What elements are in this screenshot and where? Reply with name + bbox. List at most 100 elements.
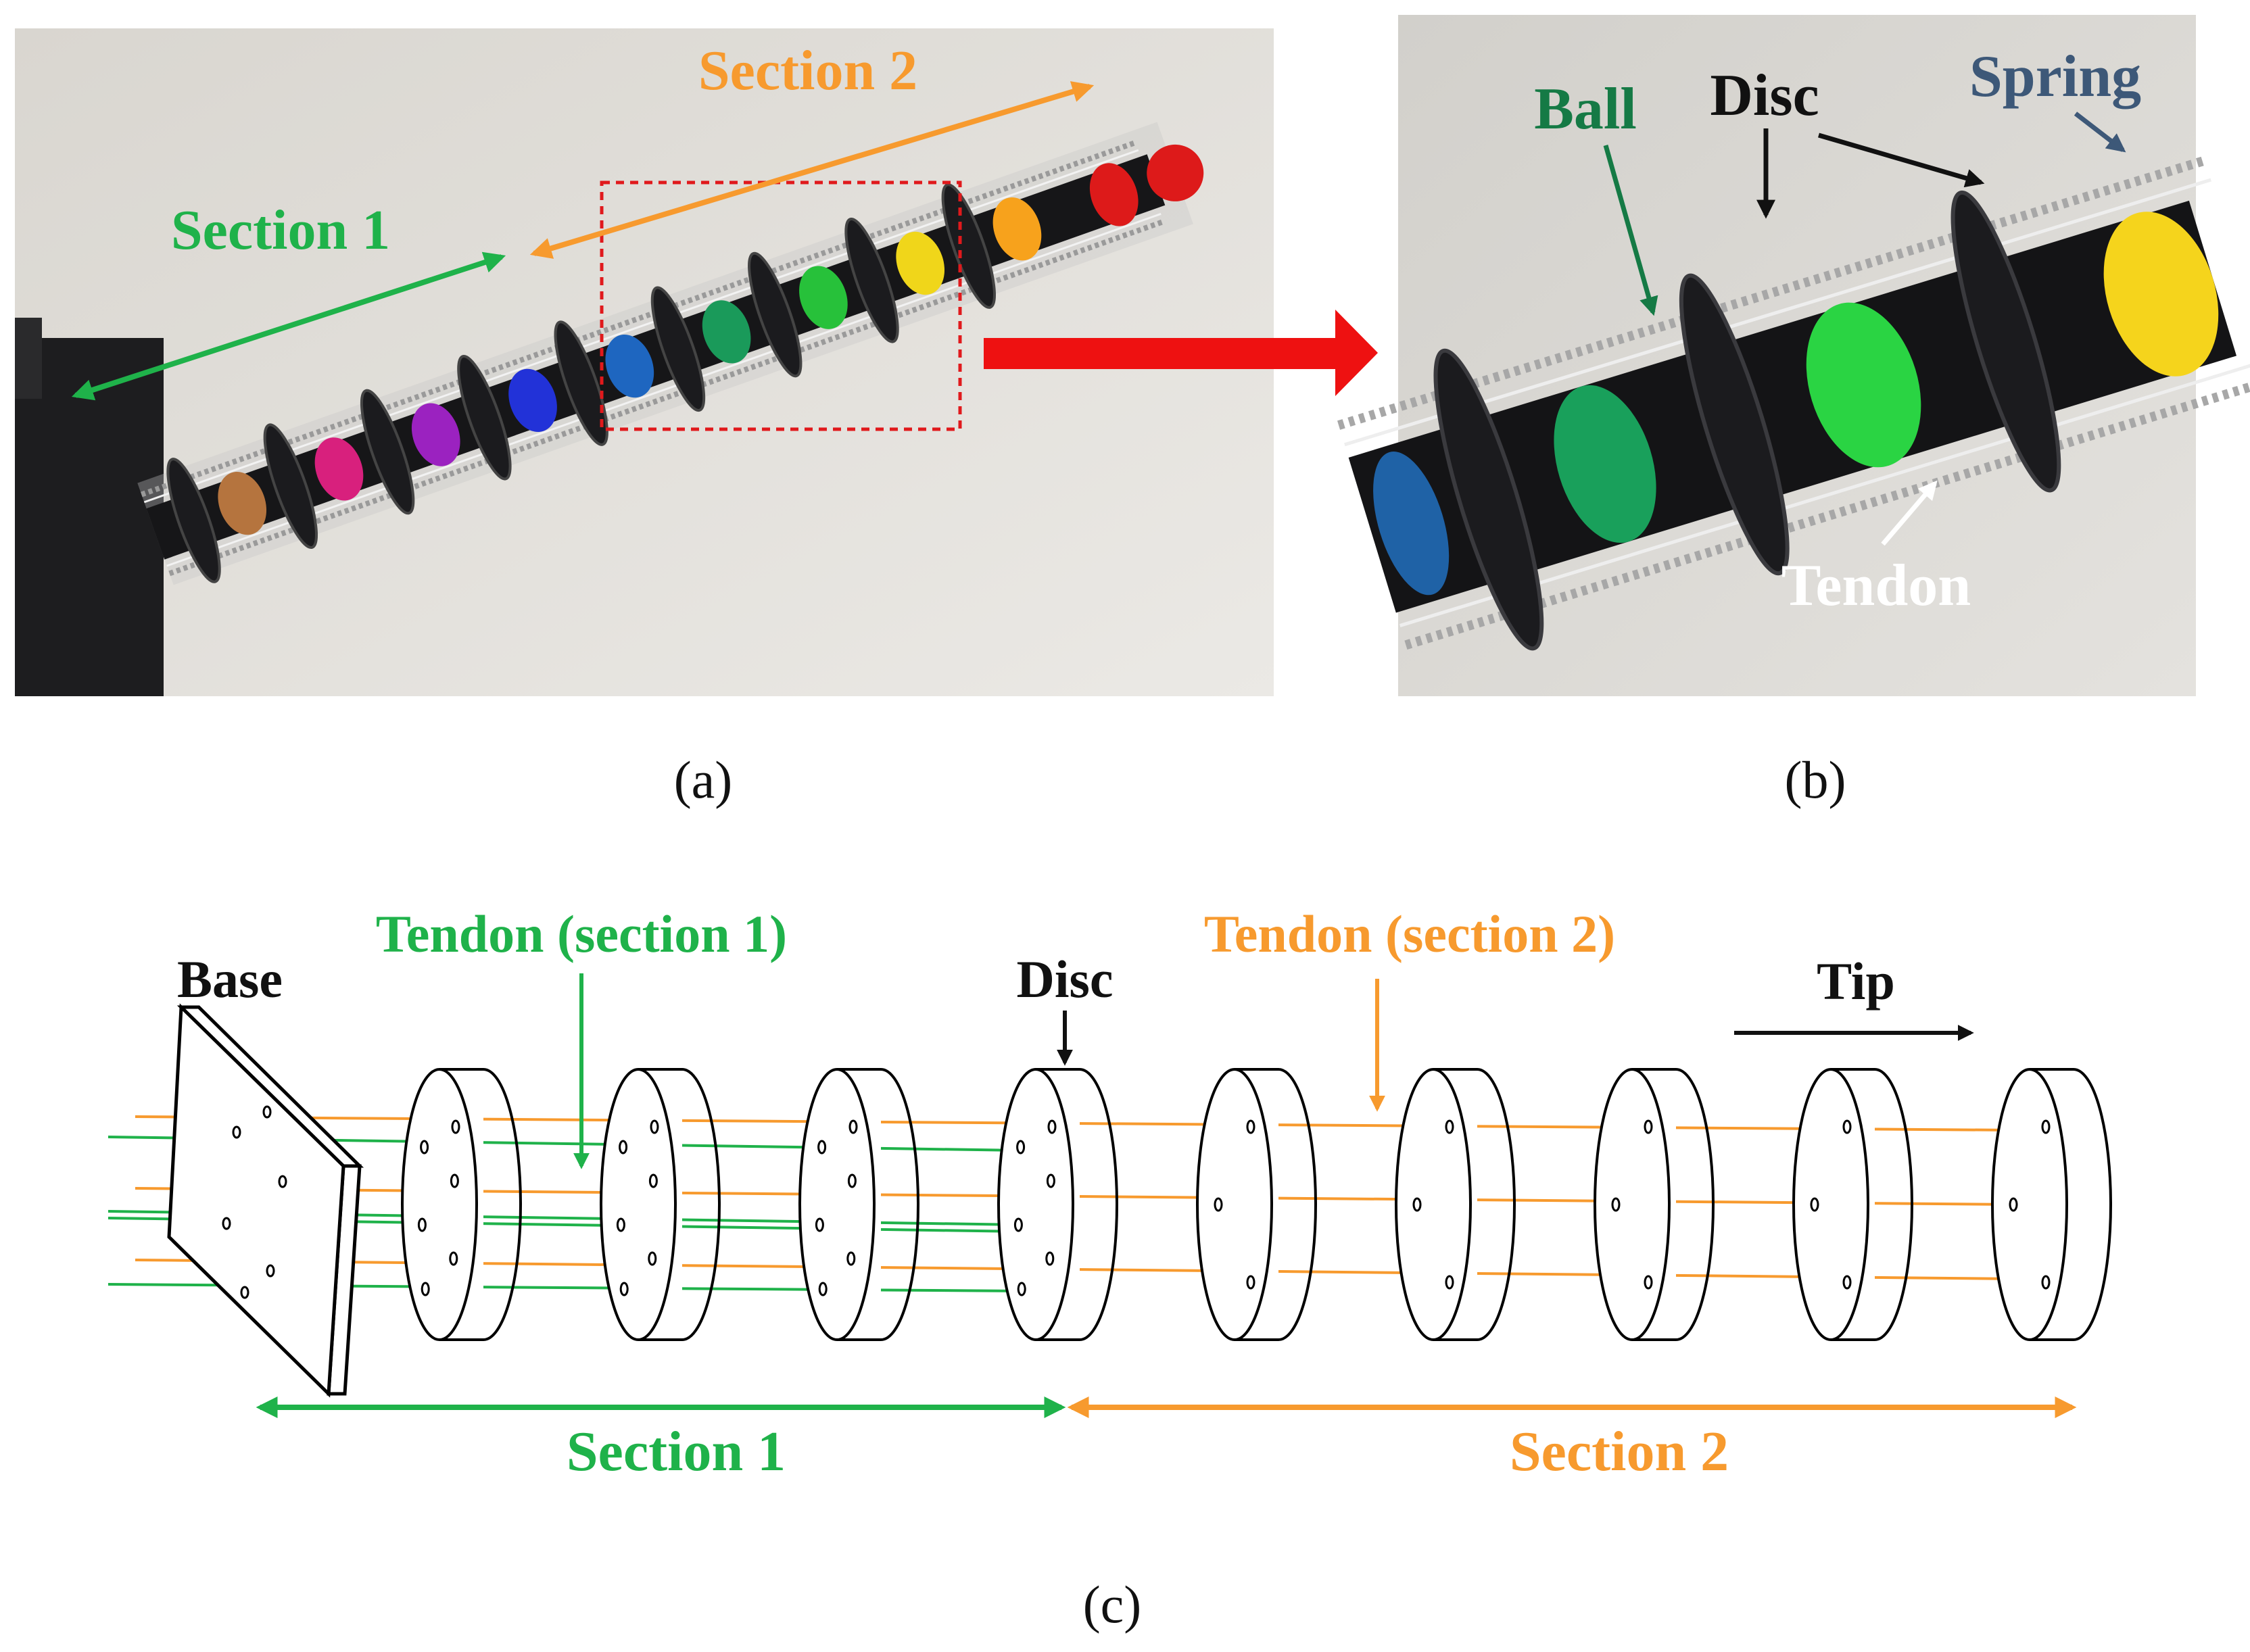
disc-hole: [815, 1217, 824, 1232]
disc-label-b: Disc: [1710, 63, 1819, 128]
disc-hole: [1013, 1217, 1023, 1232]
disc-hole: [1017, 1282, 1026, 1296]
section1-span-label: Section 1: [567, 1420, 786, 1483]
disc-hole: [1046, 1173, 1055, 1188]
disc-hole: [1842, 1119, 1852, 1134]
arm-ball: [799, 266, 848, 329]
disc-face: [1991, 1068, 2068, 1341]
disc-hole: [1644, 1119, 1653, 1134]
disc: [1991, 1068, 2112, 1341]
disc-hole: [2041, 1119, 2051, 1134]
zoom-ball-yellow: [2103, 212, 2219, 376]
zoom-disc-1: [1433, 348, 1544, 651]
disc-hole: [1246, 1275, 1255, 1290]
disc-hole: [616, 1217, 625, 1232]
arm-ball: [605, 334, 654, 398]
zoom-ball-blue: [1373, 452, 1450, 596]
base-plate: [167, 1003, 345, 1398]
disc: [997, 1068, 1118, 1341]
base-hole: [278, 1175, 287, 1188]
disc-hole: [817, 1140, 827, 1155]
zoom-tendon-top: [1344, 178, 2211, 447]
disc-hole: [847, 1173, 857, 1188]
tip-ball: [1147, 144, 1204, 201]
disc-hole: [449, 1251, 458, 1266]
disc-hole: [648, 1173, 658, 1188]
section2-span-label: Section 2: [1510, 1420, 1729, 1483]
disc-hole: [619, 1140, 628, 1155]
disc-hole: [846, 1251, 856, 1266]
arm-ball: [218, 471, 267, 535]
base-clip: [15, 318, 42, 399]
ball-pointer: [1603, 145, 1658, 316]
arm-ball: [508, 368, 557, 433]
disc: [1196, 1068, 1317, 1341]
disc-hole: [450, 1173, 459, 1188]
spring-label: Spring: [1969, 44, 2141, 110]
arm-disc: [554, 320, 608, 446]
disc-face: [401, 1068, 478, 1341]
disc-pointer-2: [1818, 132, 1985, 188]
disc-hole: [848, 1119, 858, 1134]
disc-face: [1196, 1068, 1273, 1341]
disc-back-rim: [483, 1068, 522, 1341]
disc-hole: [2009, 1197, 2018, 1212]
disc-face: [1395, 1068, 1472, 1341]
spring-bottom: [168, 218, 1165, 577]
base-hole: [240, 1286, 249, 1299]
disc-back-rim: [1079, 1068, 1118, 1341]
zoom-arm: [1337, 155, 2250, 651]
arm-ball: [314, 437, 364, 501]
base-hole: [232, 1125, 241, 1139]
disc: [1792, 1068, 1913, 1341]
arm-disc: [650, 286, 706, 412]
disc-back-rim: [1675, 1068, 1715, 1341]
disc-hole: [1842, 1275, 1852, 1290]
disc: [1594, 1068, 1715, 1341]
section2-arrow: [529, 81, 1095, 259]
disc-hole: [1445, 1275, 1454, 1290]
disc-hole: [650, 1119, 659, 1134]
disc-label-c: Disc: [1017, 950, 1114, 1009]
disc-hole: [420, 1140, 429, 1155]
base-hole: [262, 1105, 272, 1119]
disc-hole: [1810, 1197, 1819, 1212]
disc: [600, 1068, 721, 1341]
base-hole: [222, 1217, 231, 1230]
disc: [798, 1068, 919, 1341]
disc-hole: [1016, 1140, 1026, 1155]
disc-face: [1792, 1068, 1869, 1341]
zoom-arrow: [984, 310, 1378, 396]
disc-hole: [1214, 1197, 1223, 1212]
disc-hole: [1246, 1119, 1255, 1134]
tendon-pointer: [1881, 480, 1938, 546]
tip-label: Tip: [1817, 952, 1895, 1011]
arm-disc: [166, 458, 221, 583]
ball-label: Ball: [1534, 76, 1637, 142]
zoom-disc-3: [1950, 190, 2061, 493]
tendon1-label: Tendon (section 1): [376, 904, 787, 963]
disc-back-rim: [1278, 1068, 1317, 1341]
disc-row: [401, 1068, 2112, 1341]
zoom-ball-teal: [1554, 385, 1656, 543]
base-holes: [222, 1105, 287, 1299]
disc-hole: [1445, 1119, 1454, 1134]
disc-back-rim: [2073, 1068, 2112, 1341]
disc-face: [997, 1068, 1074, 1341]
disc-face: [798, 1068, 876, 1341]
disc-face: [1594, 1068, 1671, 1341]
disc-hole: [818, 1282, 828, 1296]
disc-hole: [1047, 1119, 1057, 1134]
zoom-tendon-bottom: [1399, 359, 2250, 627]
panel-b-zoom-photo: Ball Disc Spring Tendon: [1337, 15, 2250, 696]
disc-hole: [619, 1282, 629, 1296]
disc-hole: [421, 1282, 430, 1296]
disc: [1395, 1068, 1516, 1341]
caption-a: (a): [674, 750, 733, 809]
arm-ball: [702, 300, 751, 364]
tendon-label: Tendon: [1781, 553, 1971, 618]
arm-disc: [263, 423, 318, 550]
section1-arrow: [71, 251, 506, 401]
disc-back-rim: [1874, 1068, 1913, 1341]
